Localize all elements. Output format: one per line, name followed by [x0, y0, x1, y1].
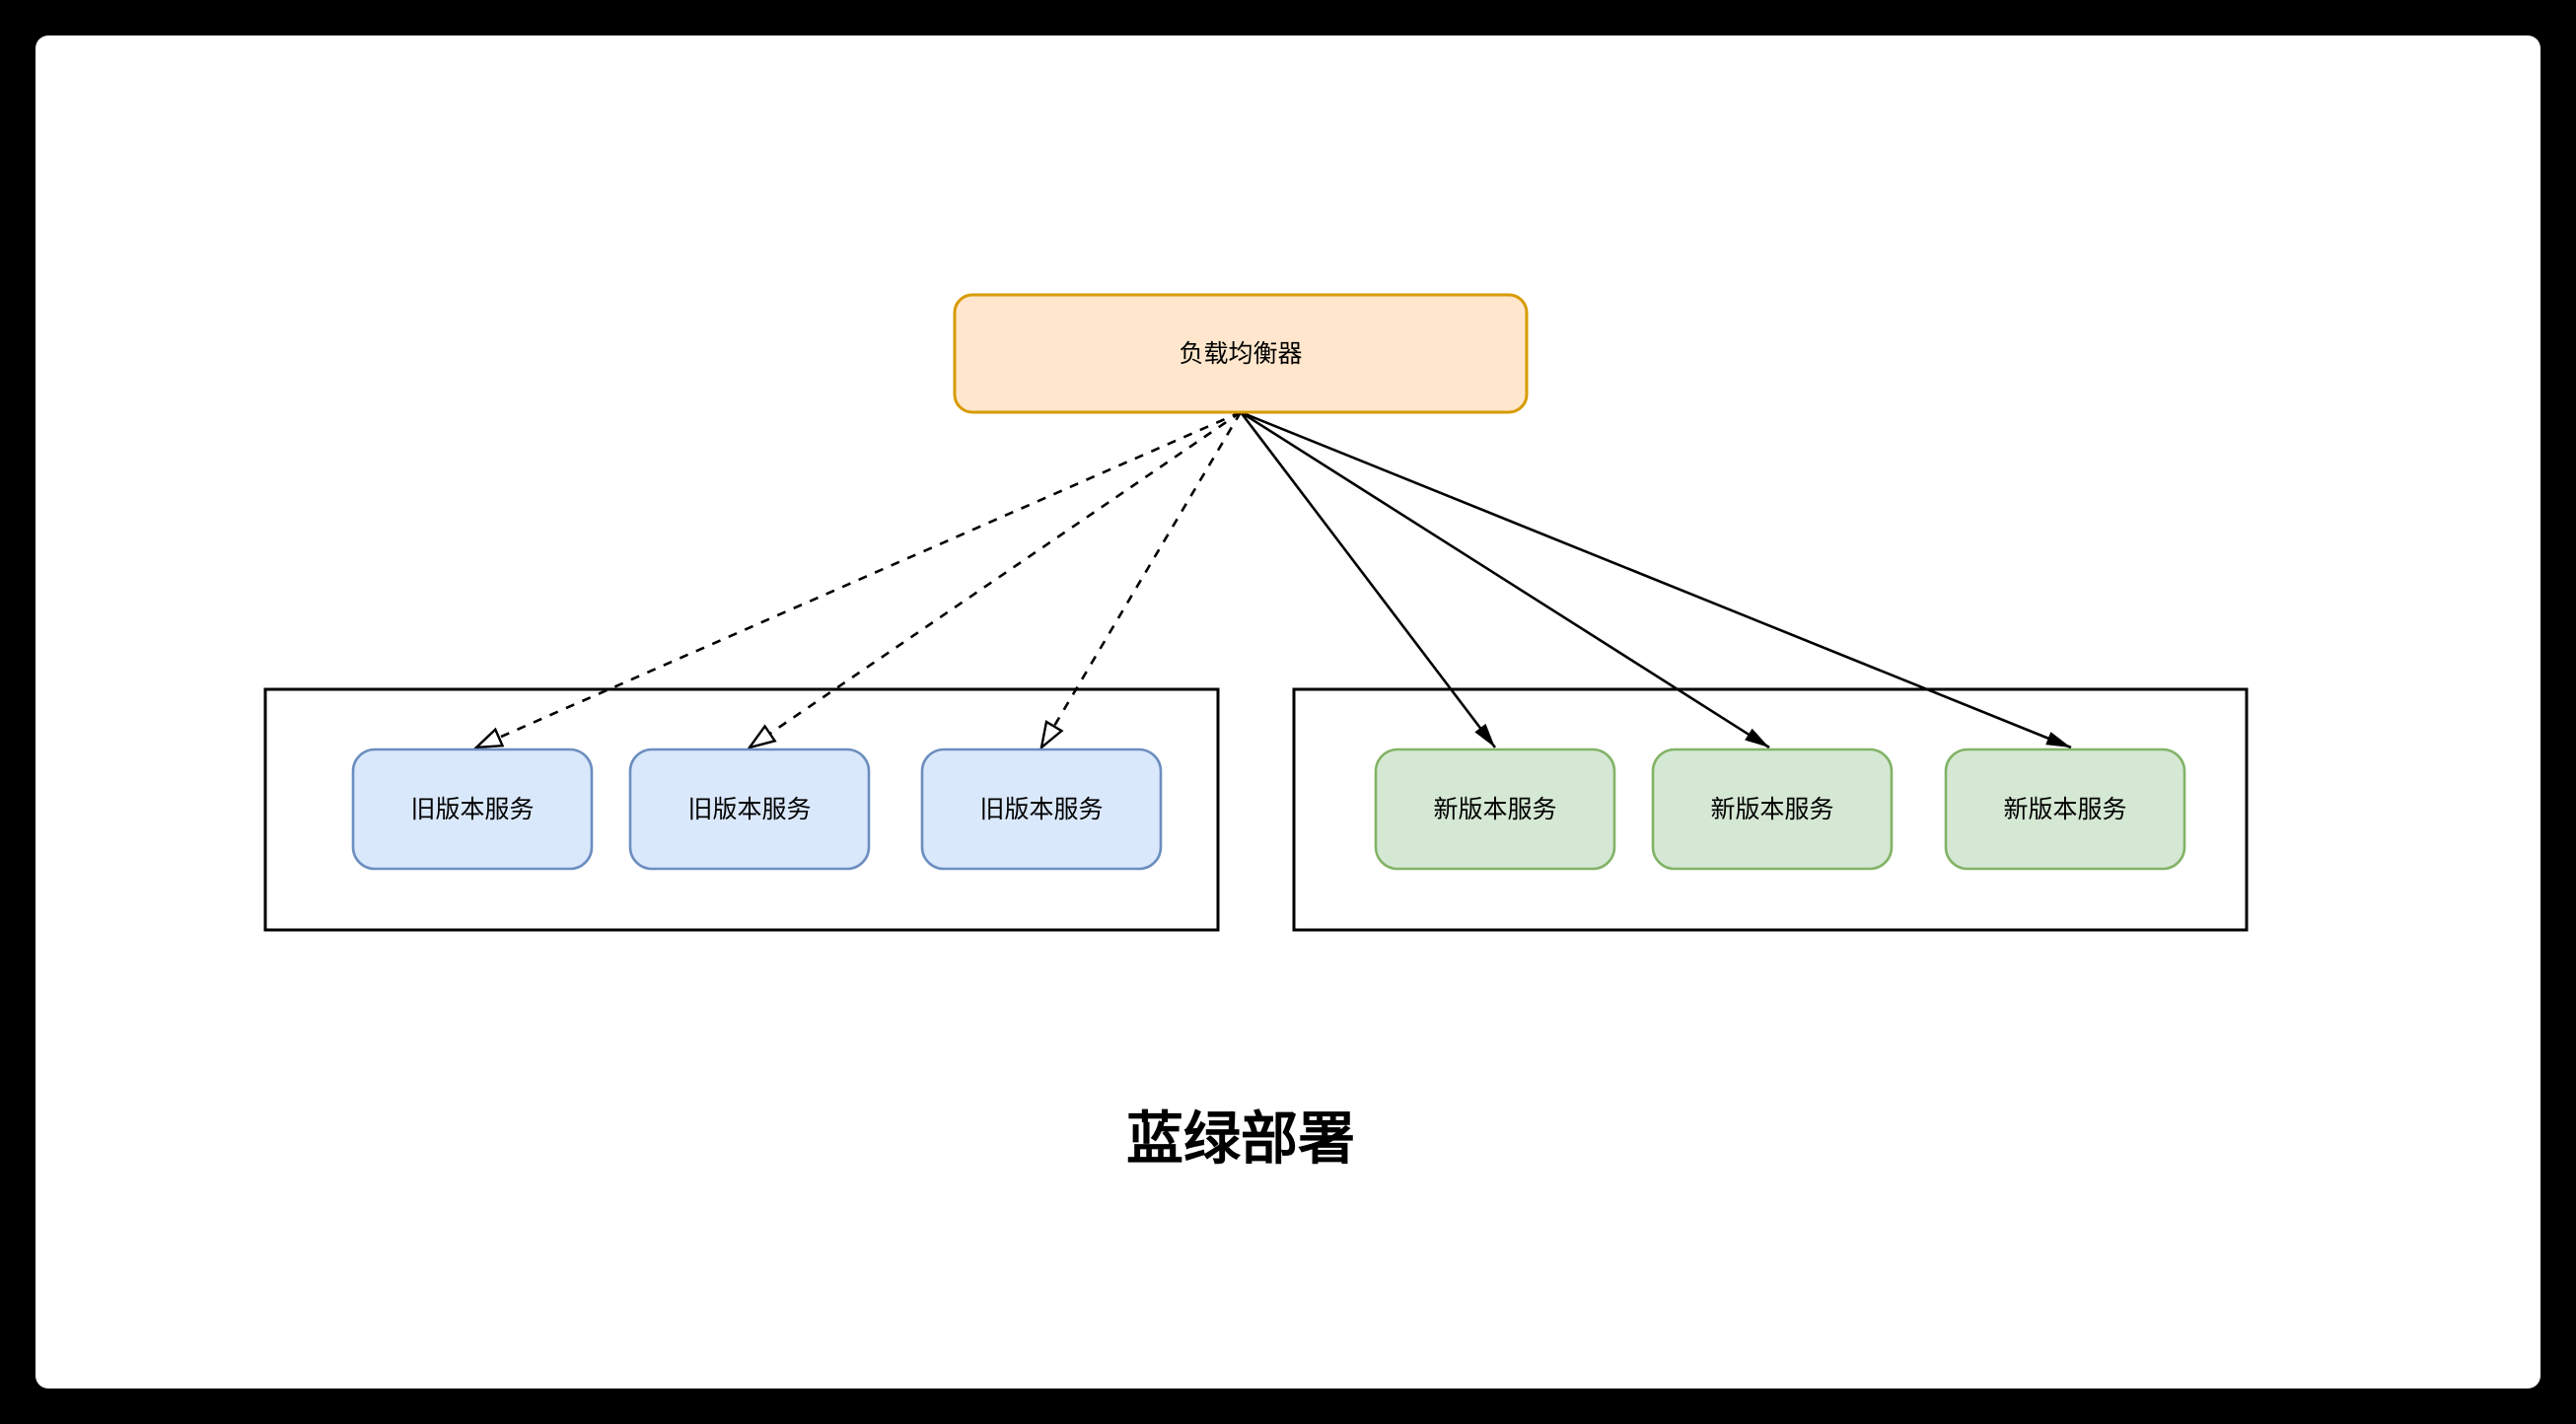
edge-lb-to-old-service-1 [472, 410, 1242, 749]
diagram-title: 蓝绿部署 [1126, 1107, 1355, 1172]
edge-lb-to-old-service-3 [1039, 411, 1243, 751]
page-background [36, 36, 2540, 1388]
new-service-node [1651, 748, 1894, 871]
new-service-label: 新版本服务 [1710, 796, 1833, 823]
old-service-label: 旧版本服务 [979, 796, 1103, 823]
load-balancer-node [953, 293, 1529, 414]
new-service-label: 新版本服务 [2003, 796, 2126, 823]
new-service-node [1374, 748, 1616, 871]
old-service-label: 旧版本服务 [410, 796, 534, 823]
edge-lb-to-new-service-3 [1240, 410, 2072, 749]
new-service-node [1944, 748, 2186, 871]
load-balancer-label: 负载均衡器 [1179, 340, 1302, 368]
old-service-node [351, 748, 594, 871]
edge-lb-to-new-service-2 [1240, 410, 1770, 749]
edge-lb-to-new-service-1 [1239, 411, 1497, 748]
old-service-node [920, 748, 1163, 871]
new-service-label: 新版本服务 [1433, 796, 1556, 823]
old-service-node [628, 748, 871, 871]
old-service-label: 旧版本服务 [687, 796, 811, 823]
